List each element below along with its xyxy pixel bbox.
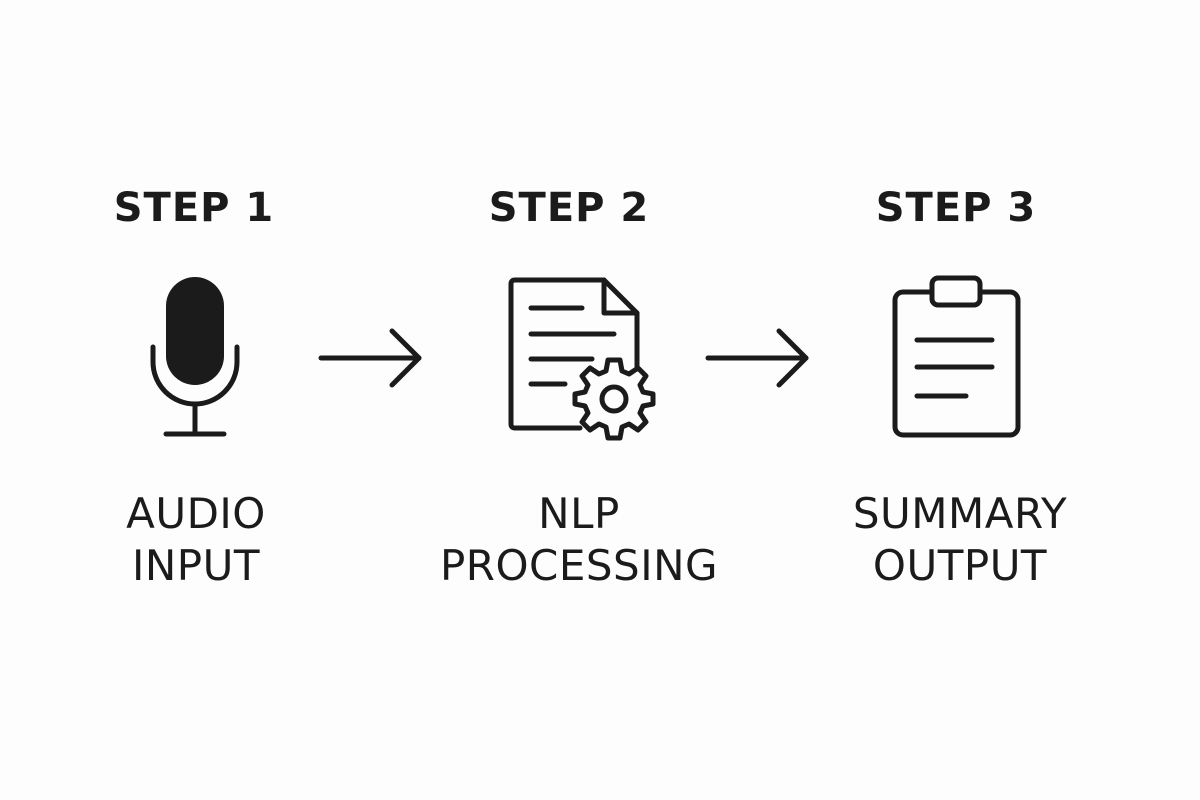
arrow-right-icon [318, 328, 422, 388]
document-gear-icon [508, 277, 656, 441]
step-1-label-line-1: AUDIO [126, 489, 266, 538]
arrow-right-icon [705, 328, 809, 388]
step-1-label-line-2: INPUT [131, 541, 261, 590]
step-1-title: STEP 1 [113, 185, 275, 231]
step-2-label-line-2: PROCESSING [439, 541, 719, 590]
step-3-title: STEP 3 [875, 185, 1037, 231]
step-2-label: NLP PROCESSING [399, 488, 759, 592]
step-3-label-line-1: SUMMARY [852, 489, 1068, 538]
step-3-label-line-2: OUTPUT [872, 541, 1048, 590]
step-2-label-line-1: NLP [538, 489, 620, 538]
step-1-label: AUDIO INPUT [16, 488, 376, 592]
microphone-icon [150, 277, 240, 437]
clipboard-icon [892, 275, 1021, 438]
step-2-title: STEP 2 [488, 185, 650, 231]
step-3-label: SUMMARY OUTPUT [780, 488, 1140, 592]
